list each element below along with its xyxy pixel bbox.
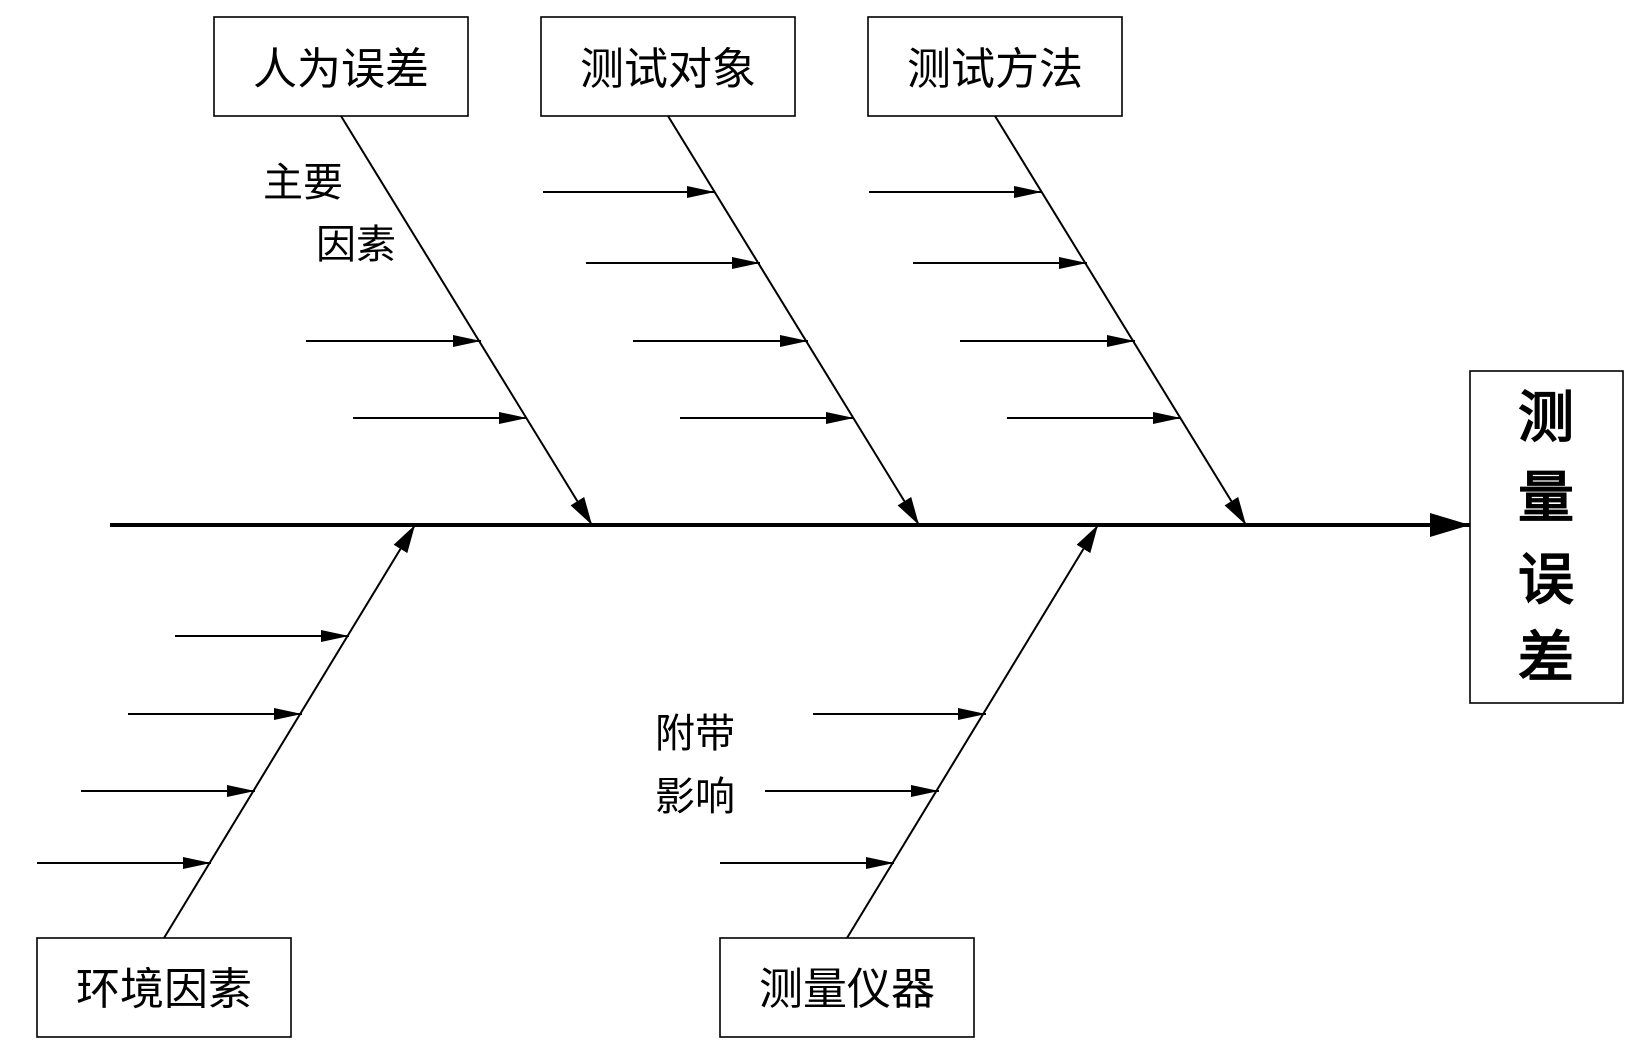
- cause-box: [867, 16, 1123, 117]
- cause-branch-test-object: 测试对象: [540, 16, 920, 526]
- cause-branch-test-method: 测试方法: [867, 16, 1247, 526]
- cause-bone-arrow: [994, 115, 1247, 526]
- cause-label: 环境因素: [76, 964, 252, 1015]
- cause-bone-arrow: [340, 115, 593, 526]
- effect-char-4: 差: [1518, 626, 1574, 691]
- cause-label: 测试对象: [580, 44, 756, 95]
- cause-box: [36, 937, 292, 1038]
- cause-label: 人为误差: [253, 44, 429, 95]
- annotation-main-factor-line1: 主要: [263, 160, 343, 206]
- cause-label: 测试方法: [907, 44, 1083, 95]
- cause-bone-arrow: [667, 115, 920, 526]
- cause-label: 测量仪器: [759, 964, 935, 1015]
- effect-char-3: 误: [1518, 548, 1574, 613]
- cause-bone-arrow: [846, 524, 1099, 939]
- cause-box: [540, 16, 796, 117]
- cause-box: [719, 937, 975, 1038]
- cause-branch-environment: 环境因素: [36, 524, 416, 1038]
- effect-char-1: 测: [1518, 386, 1574, 451]
- annotation-main-factor-line2: 因素: [316, 222, 396, 268]
- effect-char-2: 量: [1518, 466, 1574, 531]
- cause-bone-arrow: [163, 524, 416, 939]
- cause-box: [213, 16, 469, 117]
- effect-box: 测 量 误 差: [1469, 370, 1624, 704]
- annotation-side-effect-line1: 附带: [655, 711, 735, 757]
- annotation-side-effect-line2: 影响: [655, 774, 735, 820]
- cause-branch-human-error: 人为误差: [213, 16, 593, 526]
- cause-branch-instrument: 测量仪器: [719, 524, 1099, 1038]
